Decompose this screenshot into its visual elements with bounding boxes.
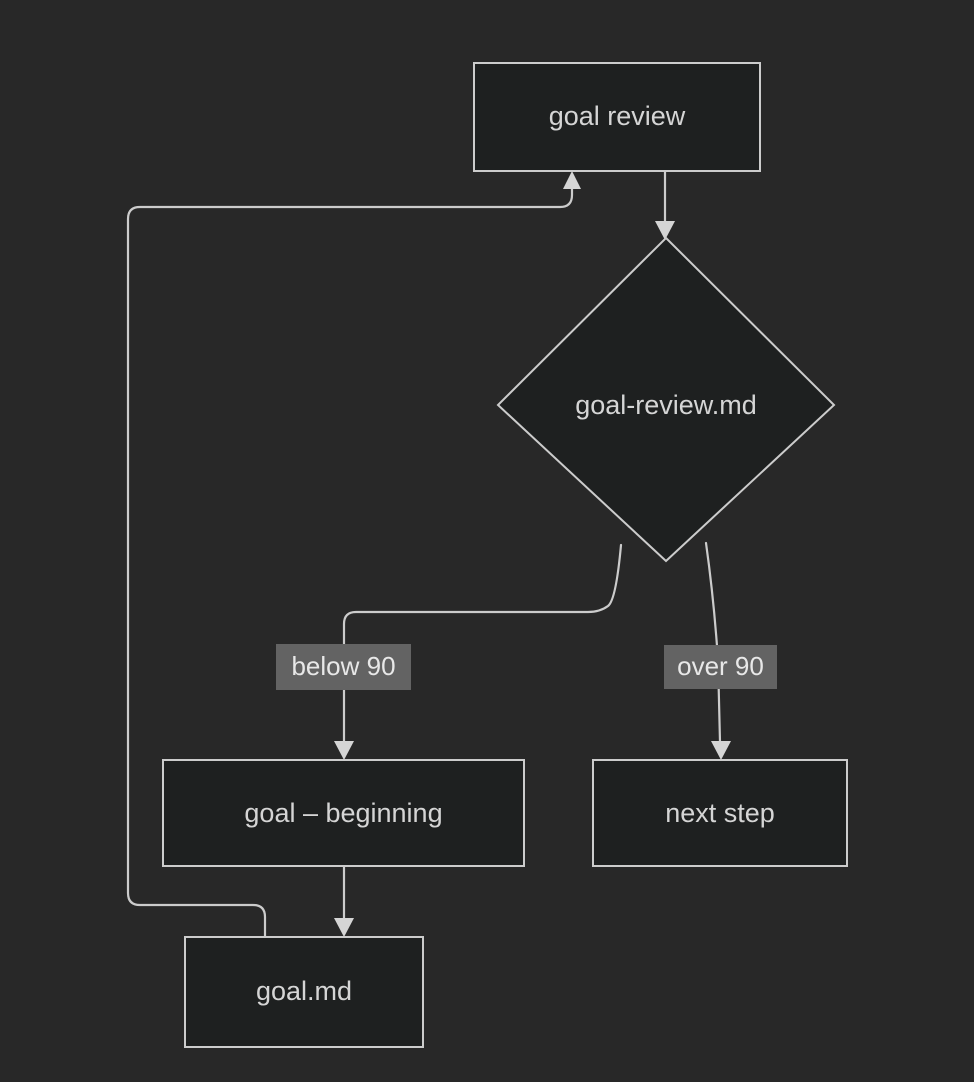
edge-path-goal-md-to-goal-review: [126, 184, 574, 939]
arrowhead-goal-review-bottom: [563, 171, 581, 189]
node-goal-review[interactable]: goal review: [473, 62, 761, 172]
node-goal-beginning[interactable]: goal – beginning: [162, 759, 525, 867]
edge-label-over-90: over 90: [664, 645, 777, 689]
node-goal-beginning-box[interactable]: [162, 759, 525, 867]
node-goal-review-md[interactable]: goal-review.md: [496, 236, 836, 563]
node-goal-md-box[interactable]: [184, 936, 424, 1048]
arrowhead-goal-md-top: [334, 918, 354, 937]
node-goal-review-label: goal review: [549, 101, 686, 131]
node-goal-md-label: goal.md: [256, 976, 352, 1006]
node-goal-beginning-label: goal – beginning: [244, 798, 442, 828]
node-next-step-box[interactable]: [592, 759, 848, 867]
node-goal-md[interactable]: goal.md: [184, 936, 424, 1048]
arrowhead-goal-beginning-top: [334, 741, 354, 760]
edge-goal-review-to-goal-review-md: [655, 169, 675, 240]
edge-label-over-90-text: over 90: [677, 651, 764, 681]
edge-goal-review-md-to-goal-beginning: [334, 543, 623, 760]
edge-goal-beginning-to-goal-md: [334, 864, 354, 937]
edge-label-over-90-background: [664, 645, 777, 689]
edge-path-below-90: [342, 543, 623, 744]
edge-path-over-90: [704, 541, 722, 744]
edge-label-below-90-text: below 90: [291, 651, 395, 681]
edge-goal-md-to-goal-review: [126, 171, 581, 939]
node-goal-review-md-diamond[interactable]: [496, 236, 836, 563]
arrowhead-diamond-top: [655, 221, 675, 240]
node-goal-review-md-label: goal-review.md: [575, 390, 757, 420]
edge-label-below-90-background: [276, 644, 411, 690]
arrowhead-next-step-top: [711, 741, 731, 760]
node-goal-review-box[interactable]: [473, 62, 761, 172]
node-next-step[interactable]: next step: [592, 759, 848, 867]
edge-label-below-90: below 90: [276, 644, 411, 690]
node-next-step-label: next step: [665, 798, 775, 828]
